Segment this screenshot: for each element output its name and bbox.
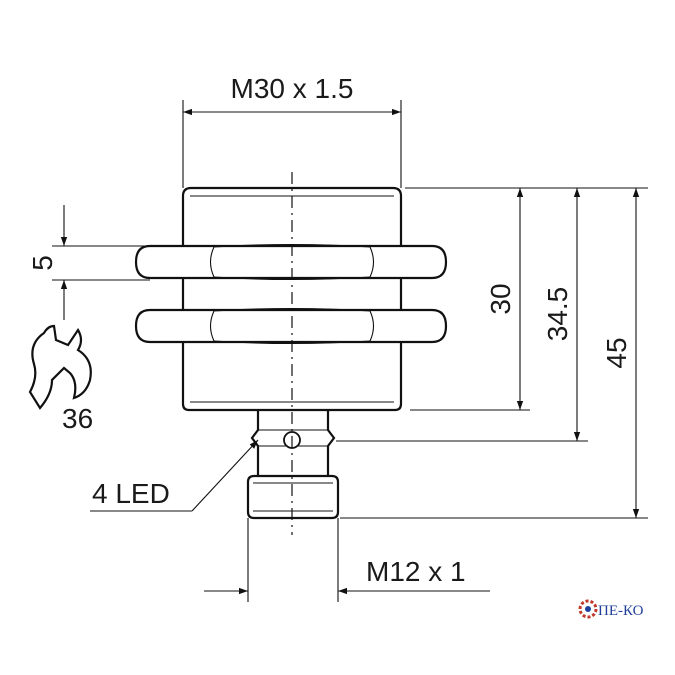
gear-icon	[578, 599, 598, 619]
company-logo: ПЕ-КО	[578, 599, 644, 619]
dim-top-thread	[182, 100, 402, 188]
label-45: 45	[601, 337, 632, 368]
nut-lower	[134, 307, 448, 345]
label-nut-width: 5	[27, 255, 58, 271]
led-leader	[90, 439, 259, 512]
dim-extension-lines	[336, 187, 648, 519]
svg-text:ПЕ-КО: ПЕ-КО	[598, 603, 644, 619]
dim-bottom-thread	[204, 518, 490, 602]
label-34-5: 34.5	[542, 287, 573, 342]
m12-connector	[246, 474, 340, 520]
dim-nut-width	[52, 205, 150, 320]
label-30: 30	[485, 283, 516, 314]
label-led: 4 LED	[92, 478, 170, 509]
label-thread-bottom: M12 x 1	[366, 556, 466, 587]
wrench-icon	[28, 324, 92, 410]
nut-upper	[134, 243, 448, 281]
label-thread-top: M30 x 1.5	[231, 73, 354, 104]
label-wrench-size: 36	[62, 403, 93, 434]
